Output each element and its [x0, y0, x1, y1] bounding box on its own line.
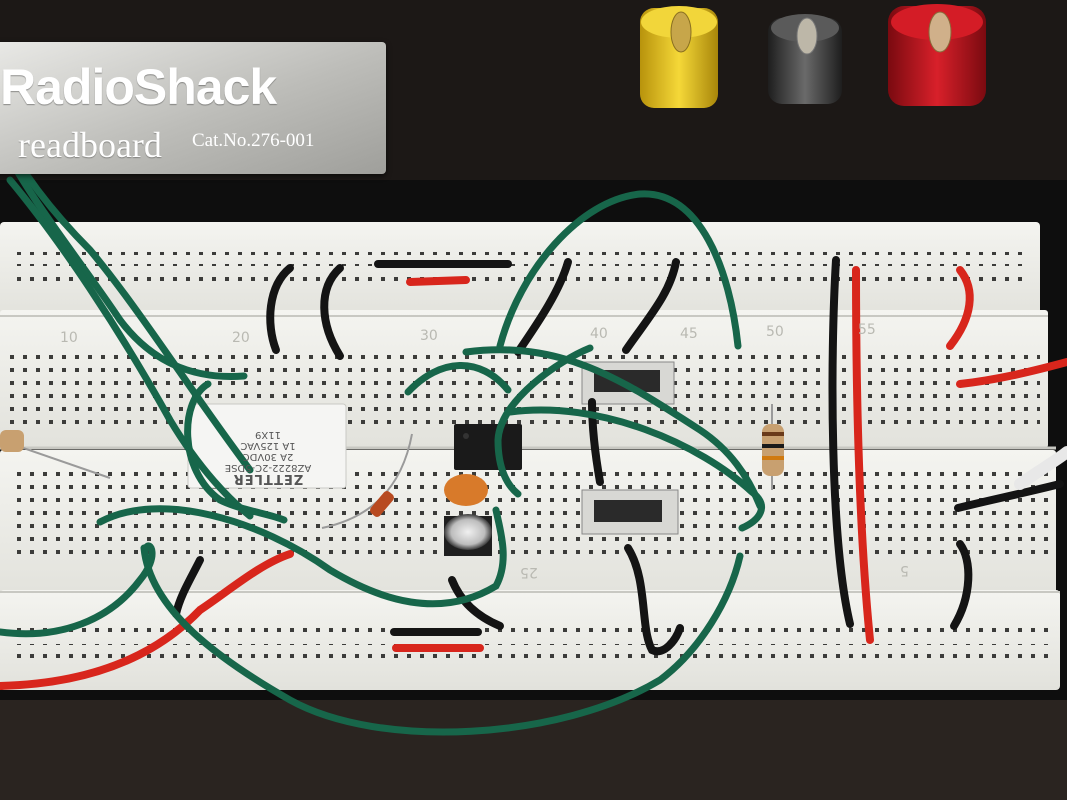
- binding-post-red[interactable]: [888, 4, 986, 106]
- table-front: [0, 700, 1067, 800]
- power-rail-bottom: [0, 590, 1060, 690]
- ic-chip: [454, 424, 522, 470]
- column-number: 25: [520, 564, 538, 580]
- resistor-right: [762, 404, 784, 490]
- column-number: 50: [766, 324, 784, 340]
- binding-post-black[interactable]: [768, 14, 842, 104]
- binding-post-yellow[interactable]: [640, 6, 718, 108]
- column-number: 20: [232, 330, 250, 346]
- relay-model: AZ8222-2C-5DSE: [224, 462, 312, 473]
- relay-code: 11X9: [255, 429, 281, 440]
- electrolytic-capacitor: [444, 514, 492, 556]
- relay-markings: ZETTLER AZ8222-2C-5DSE 2A 30VDC 1A 125VA…: [198, 412, 338, 486]
- diode: [321, 433, 413, 529]
- black-jumper-wires: [172, 256, 1064, 656]
- radioshack-label-plate: [0, 42, 386, 174]
- slide-switch-bottom[interactable]: [581, 489, 679, 535]
- column-number: 5: [900, 562, 909, 578]
- relay-brand: ZETTLER: [232, 471, 304, 486]
- relay-rating-ac: 1A 125VAC: [240, 440, 296, 451]
- column-number: 30: [420, 328, 438, 344]
- column-number: 40: [590, 326, 608, 342]
- relay-rating-dc: 2A 30VDC: [242, 451, 294, 462]
- catalog-number: Cat.No.276-001: [192, 130, 315, 151]
- column-number: 45: [680, 326, 698, 342]
- column-number: 10: [60, 330, 78, 346]
- resistor-left: [0, 430, 111, 479]
- ceramic-capacitor: [444, 474, 488, 506]
- green-jumper-wires: [0, 126, 765, 736]
- white-wire: [1014, 446, 1067, 490]
- power-rail-top: [0, 222, 1040, 318]
- product-name: readboard: [18, 125, 162, 165]
- brand-logo: RadioShack: [0, 59, 277, 115]
- column-number: 55: [858, 322, 876, 338]
